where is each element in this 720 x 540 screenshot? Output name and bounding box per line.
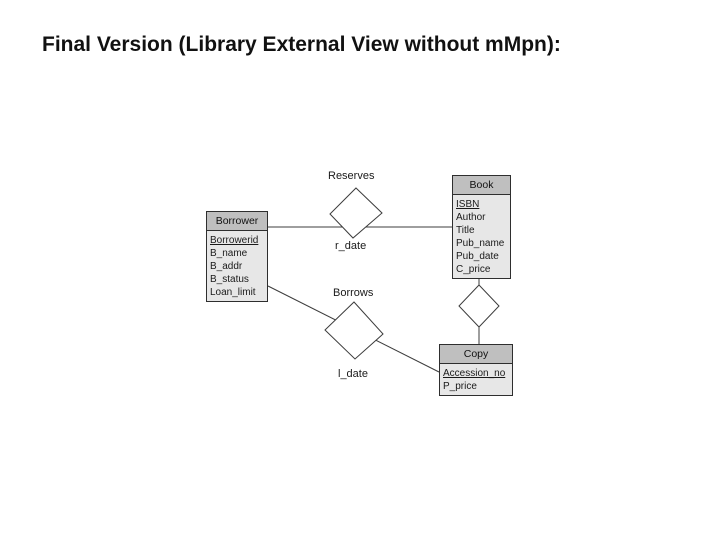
entity-book-attributes: ISBN Author Title Pub_name Pub_date C_pr… — [453, 195, 510, 278]
attribute-loan-limit: Loan_limit — [210, 287, 256, 298]
borrows-attribute-label: l_date — [338, 368, 368, 380]
entity-copy-attributes: Accession_no P_price — [440, 364, 512, 395]
attribute-pub-date: Pub_date — [456, 251, 499, 262]
entity-borrower: Borrower Borrowerid B_name B_addr B_stat… — [206, 211, 268, 302]
entity-book-name: Book — [453, 176, 510, 195]
entity-borrower-name: Borrower — [207, 212, 267, 231]
attribute-c-price: C_price — [456, 264, 491, 275]
attribute-title: Title — [456, 225, 475, 236]
book-copy-relationship-diamond — [458, 284, 500, 328]
entity-book: Book ISBN Author Title Pub_name Pub_date… — [452, 175, 511, 279]
page-title: Final Version (Library External View wit… — [42, 33, 561, 56]
attribute-accession-no: Accession_no — [443, 368, 506, 379]
attribute-borrowerid: Borrowerid — [210, 235, 259, 246]
borrows-relationship-diamond — [324, 301, 384, 360]
reserves-relationship-label: Reserves — [328, 170, 375, 182]
reserves-relationship-diamond — [329, 187, 383, 239]
entity-copy: Copy Accession_no P_price — [439, 344, 513, 396]
attribute-p-price: P_price — [443, 381, 477, 392]
attribute-b-status: B_status — [210, 274, 249, 285]
borrows-relationship-label: Borrows — [333, 287, 374, 299]
entity-borrower-attributes: Borrowerid B_name B_addr B_status Loan_l… — [207, 231, 267, 301]
attribute-isbn: ISBN — [456, 199, 480, 210]
attribute-author: Author — [456, 212, 486, 223]
attribute-b-name: B_name — [210, 248, 248, 259]
reserves-attribute-label: r_date — [335, 240, 367, 252]
attribute-pub-name: Pub_name — [456, 238, 505, 249]
attribute-b-addr: B_addr — [210, 261, 243, 272]
entity-copy-name: Copy — [440, 345, 512, 364]
